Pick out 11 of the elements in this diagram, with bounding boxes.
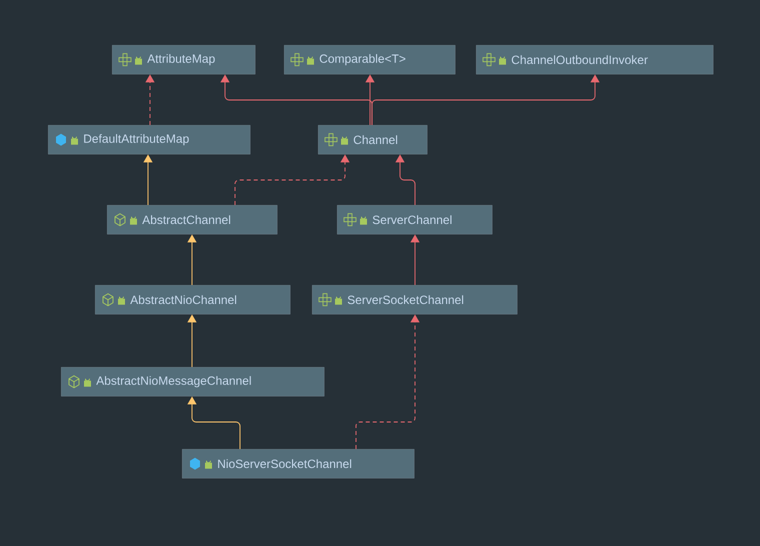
class-box: AbstractNioMessageChannel [61,367,324,396]
class-box: ServerChannel [337,205,492,234]
class-box: ServerSocketChannel [312,285,518,314]
class-box: Channel [318,125,428,154]
class-box: DefaultAttributeMap [48,125,250,154]
class-box: AbstractChannel [107,205,278,234]
class-box: ChannelOutboundInvoker [476,45,714,74]
class-box: AttributeMap [112,45,256,74]
class-box: NioServerSocketChannel [182,449,414,478]
class-box: AbstractNioChannel [95,285,290,314]
class-box: Comparable<T> [284,45,456,74]
